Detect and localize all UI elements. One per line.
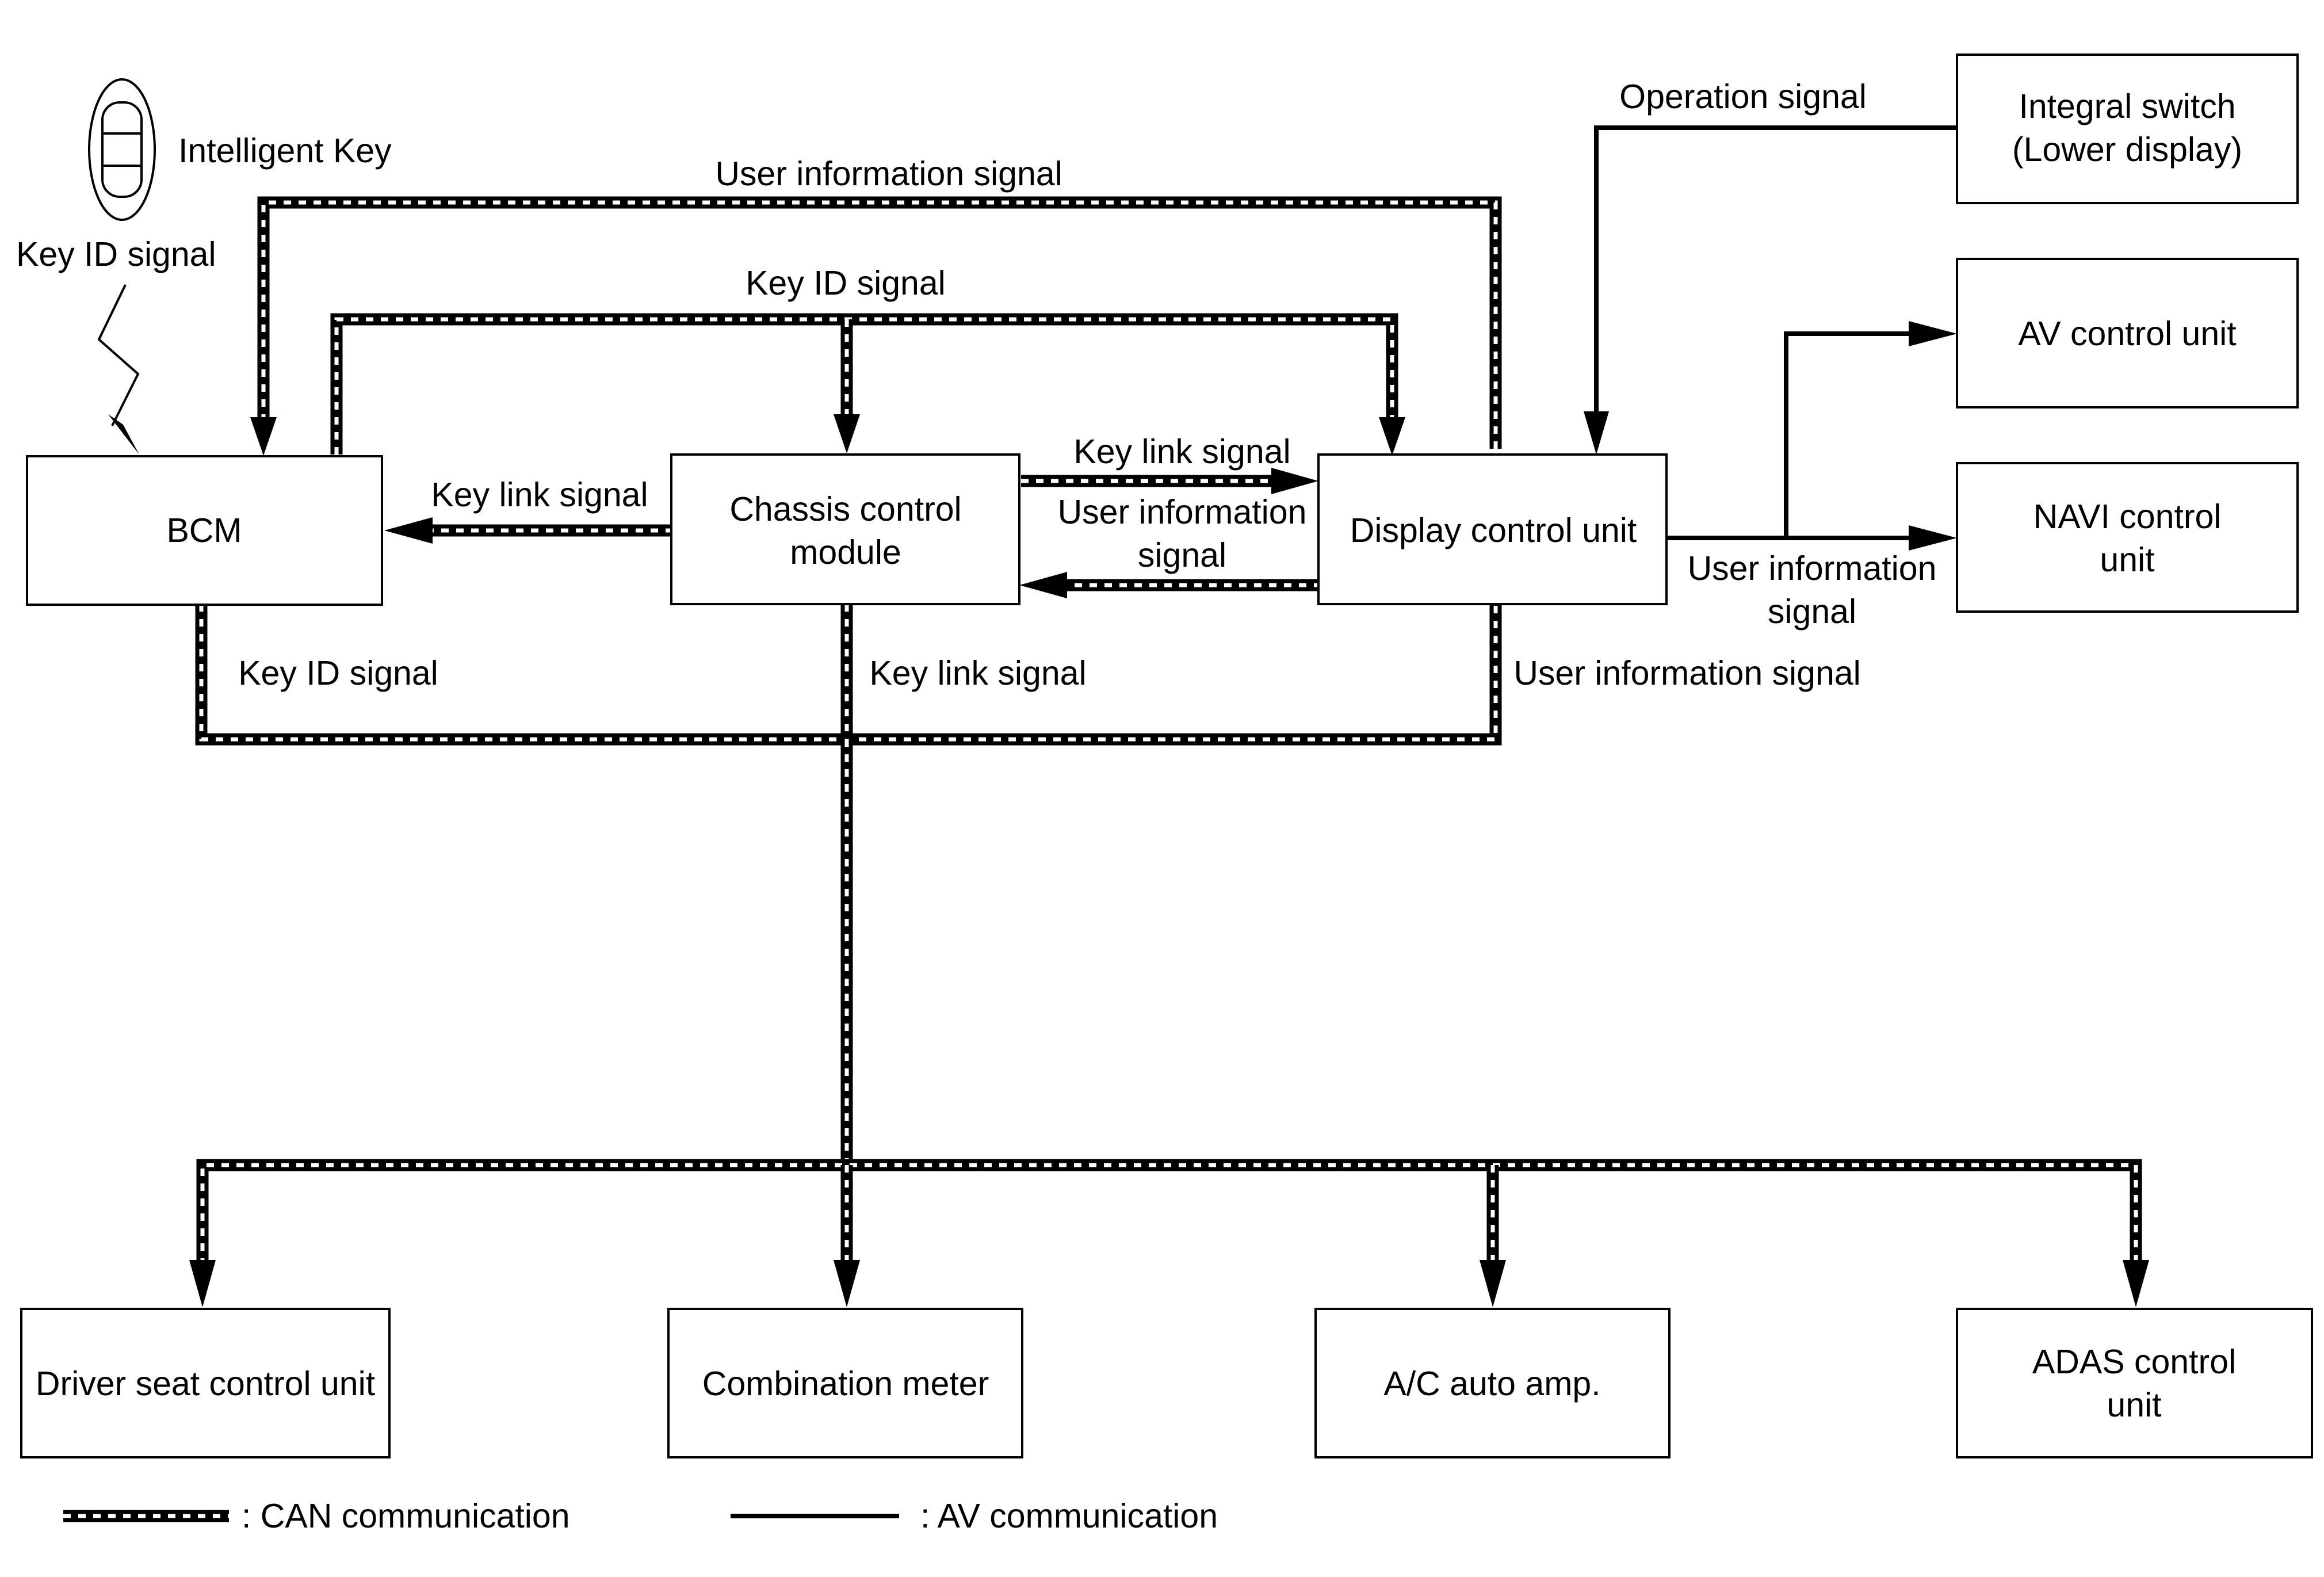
driver-seat-control-unit-box: Driver seat control unit — [20, 1308, 391, 1458]
arrow-down-icon — [189, 1260, 216, 1307]
arrow-left-icon — [1019, 572, 1067, 598]
av-control-unit-label: AV control unit — [2018, 315, 2236, 353]
arrow-down-icon — [1379, 417, 1405, 456]
user-info-signal-mid-label: User information — [1058, 493, 1307, 531]
operation-signal-label: Operation signal — [1619, 78, 1867, 116]
arrow-right-icon — [1909, 525, 1957, 551]
av-line-operation-signal — [1594, 125, 1957, 420]
driver-seat-control-unit-label: Driver seat control unit — [36, 1365, 375, 1403]
can-line-bottom-bus — [196, 1159, 2142, 1266]
can-lines — [195, 196, 2142, 1266]
user-info-signal-lower-label: User information signal — [1513, 654, 1860, 692]
ac-auto-amp-box: A/C auto amp. — [1314, 1308, 1671, 1458]
arrow-down-icon — [834, 1260, 860, 1307]
user-info-signal-mid-label-line2: signal — [1138, 536, 1226, 574]
bcm-box: BCM — [26, 455, 383, 606]
key-link-signal-to-display-label: Key link signal — [1073, 433, 1290, 471]
key-id-signal-lower-label: Key ID signal — [238, 654, 438, 692]
display-control-unit-box: Display control unit — [1317, 453, 1668, 605]
legend-av-label: : AV communication — [920, 1497, 1218, 1535]
integral-switch-box: Integral switch (Lower display) — [1956, 54, 2299, 204]
integral-switch-label: Integral switch — [2019, 87, 2235, 125]
arrow-down-icon — [250, 417, 277, 456]
combination-meter-label: Combination meter — [702, 1365, 989, 1403]
key-link-signal-lower-label: Key link signal — [869, 654, 1086, 692]
arrow-right-icon — [1271, 468, 1318, 494]
adas-control-unit-box: ADAS control unit — [1956, 1308, 2313, 1458]
av-control-unit-box: AV control unit — [1956, 258, 2299, 408]
key-id-wireless-label: Key ID signal — [16, 235, 216, 273]
key-link-signal-to-bcm-label: Key link signal — [431, 476, 648, 514]
user-info-signal-top-label: User information signal — [715, 155, 1062, 193]
av-lines — [1594, 125, 1957, 540]
adas-control-unit-label-line2: unit — [2107, 1386, 2161, 1424]
intelligent-key-icon — [88, 78, 156, 221]
av-line-to-av-control — [1784, 331, 1913, 538]
user-info-signal-right-label: User information — [1688, 549, 1937, 587]
chassis-control-module-label-line2: module — [790, 533, 901, 571]
arrow-left-icon — [384, 517, 433, 544]
integral-switch-label-line2: (Lower display) — [2012, 131, 2242, 169]
arrow-down-icon — [2123, 1260, 2149, 1307]
arrow-down-icon — [834, 414, 860, 453]
arrowheads — [189, 321, 2149, 1307]
intelligent-key-label: Intelligent Key — [178, 132, 392, 170]
combination-meter-box: Combination meter — [667, 1308, 1023, 1458]
wireless-signal-icon — [97, 284, 140, 455]
key-id-signal-top-label: Key ID signal — [746, 264, 946, 302]
chassis-control-module-box: Chassis control module — [670, 453, 1020, 605]
bcm-label: BCM — [166, 511, 242, 549]
arrow-right-icon — [1909, 321, 1957, 346]
chassis-control-module-label: Chassis control — [729, 490, 961, 528]
arrow-down-icon — [1480, 1260, 1506, 1307]
navi-control-unit-box: NAVI control unit — [1956, 462, 2299, 613]
navi-control-unit-label-line2: unit — [2100, 541, 2154, 579]
user-info-signal-right-label-line2: signal — [1768, 593, 1856, 631]
arrow-down-icon — [1584, 411, 1609, 455]
navi-control-unit-label: NAVI control — [2033, 498, 2222, 536]
legend: : CAN communication : AV communication — [63, 1497, 1218, 1535]
legend-can-label: : CAN communication — [242, 1497, 570, 1535]
display-control-unit-label: Display control unit — [1350, 511, 1637, 549]
ac-auto-amp-label: A/C auto amp. — [1383, 1365, 1600, 1403]
adas-control-unit-label: ADAS control — [2032, 1343, 2236, 1381]
can-line-user-info-top — [257, 196, 1502, 449]
